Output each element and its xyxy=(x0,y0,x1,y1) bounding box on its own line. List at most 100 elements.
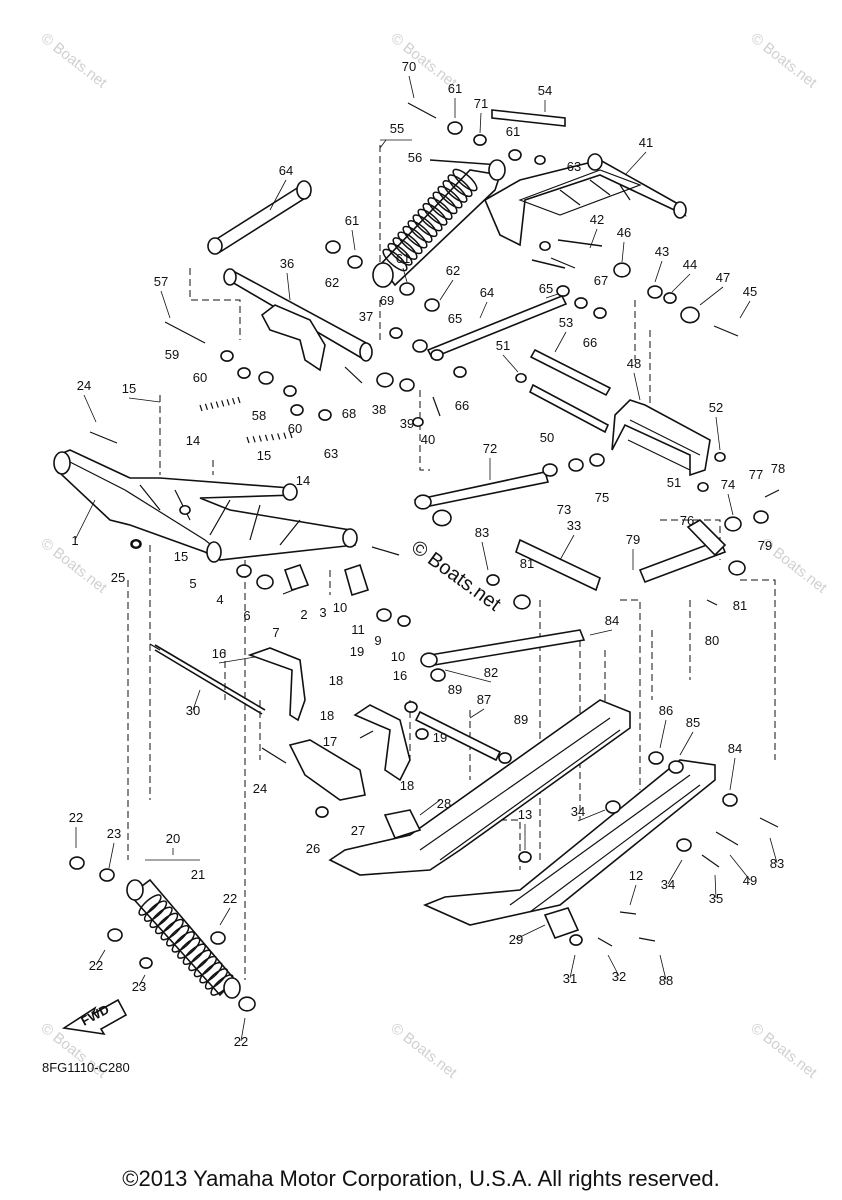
part-number-label: 64 xyxy=(279,163,293,178)
leader-line xyxy=(218,656,256,664)
leader-line xyxy=(83,394,97,423)
bolt-icon xyxy=(715,831,739,846)
leader-line xyxy=(667,859,683,885)
part-number-label: 34 xyxy=(571,804,585,819)
bushing-icon xyxy=(420,652,438,668)
part-number-label: 20 xyxy=(166,831,180,846)
part-number-label: 5 xyxy=(189,576,196,591)
part-number-label: 61 xyxy=(396,251,410,266)
bushing-icon xyxy=(376,372,394,388)
bushing-icon xyxy=(447,121,463,135)
part-number-label: 75 xyxy=(595,490,609,505)
bushing-icon xyxy=(513,594,531,610)
part-number-label: 84 xyxy=(728,741,742,756)
bolt-icon xyxy=(282,588,297,595)
bushing-icon xyxy=(556,285,570,297)
part-number-label: 43 xyxy=(655,244,669,259)
part-number-label: 83 xyxy=(770,856,784,871)
bushing-icon xyxy=(534,154,546,166)
bolt-icon xyxy=(713,325,739,337)
part-number-label: 11 xyxy=(351,622,365,637)
leader-line xyxy=(715,416,721,451)
part-number-label: 22 xyxy=(69,810,83,825)
bushing-icon xyxy=(453,366,467,378)
leader-line xyxy=(633,372,641,401)
bushing-icon xyxy=(290,404,304,416)
leader-line xyxy=(679,731,694,756)
part-number-label: 46 xyxy=(617,225,631,240)
part-number-label: 79 xyxy=(626,532,640,547)
leader-line xyxy=(240,1017,246,1042)
bolt-icon xyxy=(597,937,613,947)
leader-line xyxy=(769,837,778,864)
leader-line xyxy=(444,669,492,683)
bushing-icon xyxy=(399,378,415,392)
part-number-label: 64 xyxy=(480,285,494,300)
part-number-label: 28 xyxy=(437,796,451,811)
part-number-label: 16 xyxy=(393,668,407,683)
leader-line xyxy=(481,541,489,571)
rear-shock-absorber xyxy=(126,878,241,999)
bushing-icon xyxy=(613,262,631,278)
bushing-icon xyxy=(486,574,500,586)
coil-icon xyxy=(271,433,275,441)
bushing-icon xyxy=(376,608,392,622)
part-number-label: 55 xyxy=(390,121,404,136)
part-number-label: 15 xyxy=(257,448,271,463)
leader-line xyxy=(269,179,287,211)
leader-line xyxy=(729,854,751,881)
bushing-icon xyxy=(714,451,726,463)
part-number-label: 66 xyxy=(455,398,469,413)
part-number-label: 51 xyxy=(496,338,510,353)
part-number-label: 70 xyxy=(402,59,416,74)
bushing-icon xyxy=(605,800,621,814)
part-number-label: 86 xyxy=(659,703,673,718)
bushing-icon xyxy=(430,668,446,682)
part-number-label: 16 xyxy=(212,646,226,661)
part-number-label: 80 xyxy=(705,633,719,648)
bushing-icon xyxy=(697,481,709,493)
leader-line xyxy=(128,397,161,403)
part-number-label: 57 xyxy=(154,274,168,289)
part-number-label: 19 xyxy=(350,644,364,659)
part-number-label: 53 xyxy=(559,315,573,330)
part-number-label: 9 xyxy=(374,633,381,648)
part-number-label: 23 xyxy=(132,979,146,994)
leader-line xyxy=(439,279,454,301)
part-number-label: 73 xyxy=(557,502,571,517)
part-number-label: 56 xyxy=(408,150,422,165)
bushing-icon xyxy=(256,574,274,590)
bushing-icon xyxy=(412,339,428,353)
leader-line xyxy=(74,499,96,541)
watermark: © Boats.net xyxy=(748,30,821,92)
coil-icon xyxy=(246,436,250,444)
part-number-label: 61 xyxy=(345,213,359,228)
watermark: © Boats.net xyxy=(38,30,111,92)
fwd-arrow-icon: FWD xyxy=(61,998,128,1036)
bushing-icon xyxy=(210,931,226,945)
bushing-icon xyxy=(347,255,363,269)
part-number-label: 7 xyxy=(272,625,279,640)
part-number-label: 39 xyxy=(400,416,414,431)
bushing-icon xyxy=(722,793,738,807)
leader-line xyxy=(402,267,408,283)
part-number-label: 60 xyxy=(193,370,207,385)
part-number-label: 2 xyxy=(300,607,307,622)
leader-line xyxy=(729,757,736,791)
leader-line xyxy=(714,874,717,899)
part-number-label: 81 xyxy=(733,598,747,613)
part-number-label: 13 xyxy=(518,807,532,822)
bushing-icon xyxy=(139,957,153,969)
bolt-icon xyxy=(619,911,637,915)
leader-line xyxy=(727,493,734,516)
part-number-label: 19 xyxy=(433,730,447,745)
part-number-label: 14 xyxy=(186,433,200,448)
bushing-icon xyxy=(569,934,583,946)
bushing-icon xyxy=(542,463,558,477)
leader-line xyxy=(739,300,751,319)
bushing-icon xyxy=(179,504,191,516)
part-number-label: 1 xyxy=(71,533,78,548)
part-number-label: 60 xyxy=(288,421,302,436)
part-number-label: 10 xyxy=(333,600,347,615)
